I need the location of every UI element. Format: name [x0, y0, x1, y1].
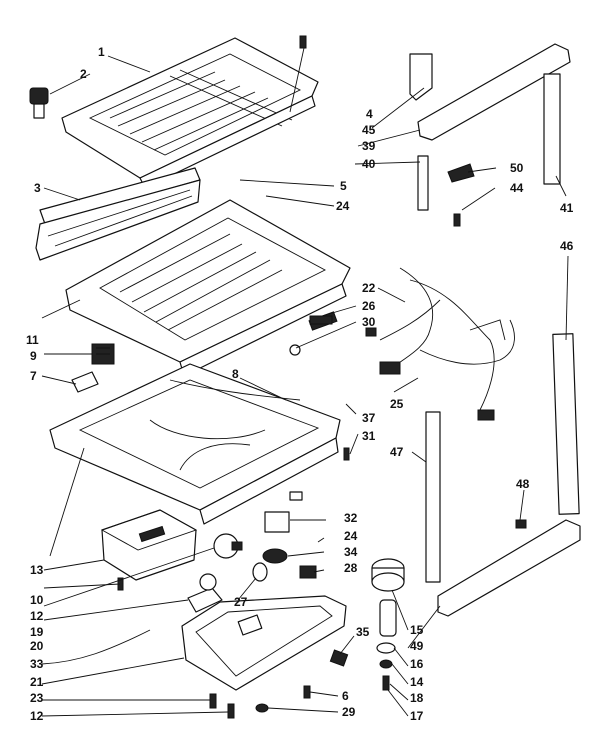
- callout-28: 28: [344, 561, 358, 575]
- callout-14: 14: [410, 675, 424, 689]
- callout-35: 35: [356, 625, 370, 639]
- callout-16: 16: [410, 657, 424, 671]
- callout-18: 18: [410, 691, 424, 705]
- callout-49: 49: [410, 639, 424, 653]
- callout-4: 4: [366, 107, 373, 121]
- part-rail: [35, 167, 201, 261]
- callout-11: 11: [26, 333, 39, 347]
- part-35: [329, 649, 349, 667]
- callout-29: 29: [342, 705, 356, 719]
- part-thermostat: [187, 533, 268, 613]
- callout-39: 39: [362, 139, 376, 153]
- callout-31: 31: [362, 429, 376, 443]
- callout-26: 26: [362, 299, 376, 313]
- callout-10: 10: [30, 593, 44, 607]
- callout-27: 27: [234, 595, 248, 609]
- callout-47: 47: [390, 445, 404, 459]
- callout-5: 5: [340, 179, 347, 193]
- callout-25: 25: [390, 397, 404, 411]
- part-motor-stack: [371, 558, 405, 691]
- callout-22: 22: [362, 281, 376, 295]
- callout-20: 20: [30, 639, 44, 653]
- part-lower-housing: [181, 595, 347, 691]
- callout-6: 6: [342, 689, 349, 703]
- callout-9: 9: [30, 349, 37, 363]
- part-door-gasket: [417, 43, 581, 617]
- callout-46: 46: [560, 239, 574, 253]
- leader-lines: [41, 47, 569, 717]
- callout-44: 44: [510, 181, 524, 195]
- callout-2: 2: [80, 67, 87, 81]
- part-screws-lower: [117, 447, 350, 719]
- callout-24a: 24: [336, 199, 350, 213]
- callout-19: 19: [30, 625, 44, 639]
- part-control-box: [100, 509, 198, 581]
- callout-1: 1: [98, 45, 105, 59]
- callout-7: 7: [30, 369, 37, 383]
- callout-8: 8: [232, 367, 239, 381]
- callout-12a: 12: [30, 609, 44, 623]
- callout-23: 23: [30, 691, 44, 705]
- callout-40: 40: [362, 157, 376, 171]
- callout-41: 41: [560, 201, 574, 215]
- part-wiring-harness: [365, 267, 515, 421]
- callout-labels: 1 2 3 4 45 39 40 50 44 41 5 24 46 22 26 …: [26, 45, 574, 723]
- callout-12b: 12: [30, 709, 44, 723]
- part-base-pan: [49, 363, 341, 525]
- callout-17: 17: [410, 709, 424, 723]
- part-clip-7: [71, 371, 99, 393]
- callout-30: 30: [362, 315, 376, 329]
- part-top-cover: [61, 37, 319, 189]
- callout-21: 21: [30, 675, 44, 689]
- callout-15: 15: [410, 623, 424, 637]
- callout-34: 34: [344, 545, 358, 559]
- callout-32: 32: [344, 511, 358, 525]
- callout-13: 13: [30, 563, 44, 577]
- callout-33: 33: [30, 657, 44, 671]
- part-fan-assembly: [262, 491, 317, 579]
- callout-24b: 24: [344, 529, 358, 543]
- part-plug: [29, 87, 49, 119]
- callout-3: 3: [34, 181, 41, 195]
- callout-48: 48: [516, 477, 530, 491]
- callout-37: 37: [362, 411, 376, 425]
- part-hinge-hardware: [299, 35, 527, 529]
- part-bracket-9: [91, 343, 115, 365]
- callout-45: 45: [362, 123, 376, 137]
- callout-50: 50: [510, 161, 524, 175]
